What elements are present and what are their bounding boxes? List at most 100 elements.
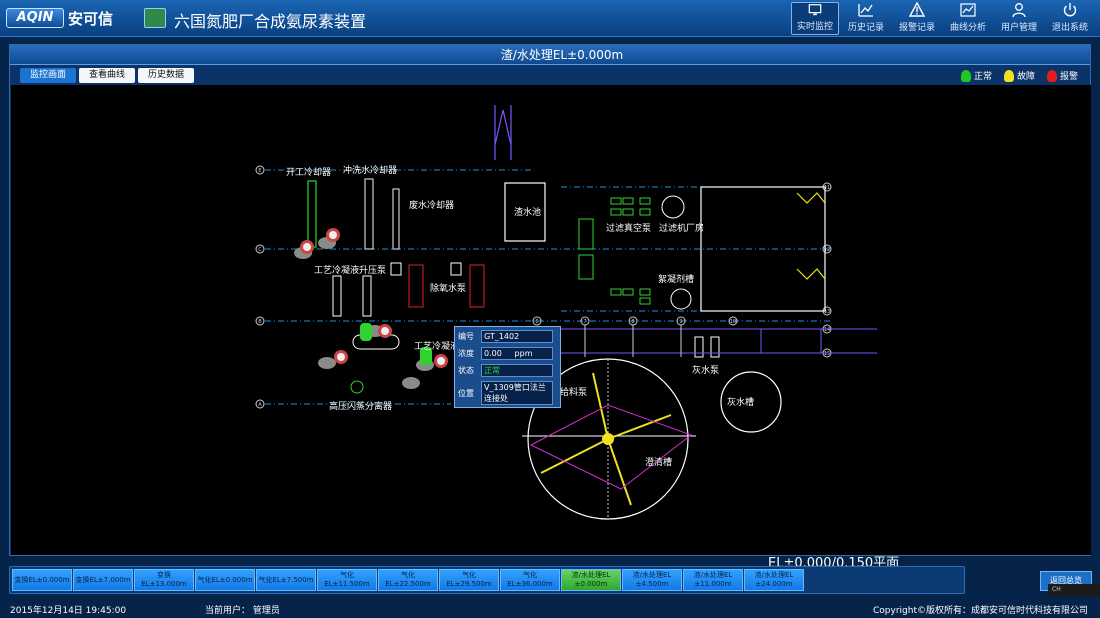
pump-boxes xyxy=(332,262,720,358)
tab-monitor[interactable]: 监控画面 xyxy=(20,68,77,83)
green-light-icon xyxy=(960,69,971,82)
status-legend: 正常 故障 报警 xyxy=(960,69,1078,82)
active-detector-icon[interactable] xyxy=(360,323,432,365)
floor-button[interactable]: 变换EL±7.000m xyxy=(73,569,133,591)
label-hp-flash-separator: 高压闪蒸分离器 xyxy=(329,402,393,412)
status-datetime: 2015年12月14日 19:45:00 xyxy=(10,606,127,616)
gas-detector-icon[interactable] xyxy=(318,228,340,249)
popup-state-value: 正常 xyxy=(481,364,553,377)
valve-box-1 xyxy=(390,262,402,276)
axis-label-c: C xyxy=(258,247,262,253)
nav-history[interactable]: 历史记录 xyxy=(842,2,890,35)
vent-stack xyxy=(494,105,512,160)
ime-indicator[interactable]: CH xyxy=(1052,586,1061,593)
axis-label-9: 9 xyxy=(679,319,682,325)
tab-history[interactable]: 历史数据 xyxy=(138,68,195,83)
floor-button[interactable]: 气化EL±11.500m xyxy=(317,569,377,591)
axis-marker-12 xyxy=(822,244,832,254)
label-feed-pump: 给料泵 xyxy=(560,388,588,398)
plant-diagram: E C B A 6 7 8 9 10 11 12 13 14 15 xyxy=(11,85,1091,582)
axis-label-e: E xyxy=(258,168,261,174)
panel-title: 渣/水处理EL±0.000m xyxy=(500,48,624,62)
nav-label: 实时监控 xyxy=(796,22,833,32)
app-title: 六国氮肥厂合成氨尿素装置 xyxy=(174,12,367,31)
nav-exit[interactable]: 退出系统 xyxy=(1046,2,1094,35)
status-user: 当前用户： 管理员 xyxy=(205,606,280,616)
filter-zigzag-top xyxy=(796,192,826,204)
floor-button[interactable]: 气化EL±22.500m xyxy=(378,569,438,591)
nav-realtime-monitor[interactable]: 实时监控 xyxy=(791,2,839,35)
rake-1 xyxy=(540,438,609,474)
label-ash-water-pump: 灰水泵 xyxy=(692,366,720,376)
label-flocculant-tank: 絮凝剂槽 xyxy=(658,275,695,285)
chart-icon xyxy=(858,4,873,17)
axis-label-12: 12 xyxy=(824,247,830,253)
floor-button[interactable]: 气化EL±0.000m xyxy=(195,569,255,591)
axis-label-15: 15 xyxy=(824,351,830,357)
warning-icon xyxy=(909,2,925,17)
red-light-icon xyxy=(1046,69,1057,82)
pump-box-1 xyxy=(332,275,342,317)
popup-conc-value-box: 0.00 ppm xyxy=(481,347,553,360)
rake-2 xyxy=(607,414,672,440)
nav-label: 退出系统 xyxy=(1051,23,1088,33)
separator-valve xyxy=(350,380,364,394)
axis-marker-e xyxy=(255,165,265,175)
label-slag-tank: 渣水池 xyxy=(514,208,542,218)
diagram-drawing: E C B A 6 7 8 9 10 11 12 13 14 15 xyxy=(255,105,877,520)
gas-detector-icon[interactable] xyxy=(402,377,420,389)
floor-button[interactable]: 气化EL±36.000m xyxy=(500,569,560,591)
eq-g-8 xyxy=(578,254,594,280)
monitor-icon xyxy=(808,4,822,16)
popup-conc-value: 0.00 xyxy=(484,349,502,358)
floor-button-active[interactable]: 渣/水处理EL ±0.000m xyxy=(561,569,621,591)
nav-alarm-records[interactable]: 报警记录 xyxy=(893,2,941,35)
flush-cooler-shape xyxy=(364,178,374,250)
axis-marker-6 xyxy=(532,316,542,326)
app-icon xyxy=(144,8,166,28)
nav-label: 报警记录 xyxy=(898,23,935,33)
label-flush-cooler: 冲洗水冷却器 xyxy=(343,166,398,176)
floor-button[interactable]: 变换EL±13.000m xyxy=(134,569,194,591)
floor-button[interactable]: 渣/水处理EL ±11.000m xyxy=(683,569,743,591)
filter-zigzag-bottom xyxy=(796,268,826,280)
popup-state-label: 状态 xyxy=(458,366,474,375)
logo-text: 安可信 xyxy=(68,9,114,28)
popup-pos-label: 位置 xyxy=(458,388,474,398)
axis-label-11: 11 xyxy=(824,185,830,191)
floor-button[interactable]: 气化EL±7.500m xyxy=(256,569,316,591)
legend-label: 故障 xyxy=(1016,72,1035,82)
floor-selector: 变换EL±0.000m 变换EL±7.000m 变换EL±13.000m 气化E… xyxy=(9,566,965,594)
nav-label: 曲线分析 xyxy=(949,23,986,33)
tab-curves[interactable]: 查看曲线 xyxy=(79,68,136,83)
clarifier-magenta-frame xyxy=(529,404,693,490)
eq-g-9 xyxy=(610,288,622,296)
logo-mark: AQIN xyxy=(6,8,64,28)
eq-g-12 xyxy=(639,297,651,305)
wastewater-cooler-shape xyxy=(392,188,400,250)
pipe-purple-box xyxy=(760,328,822,354)
clarifier-hub xyxy=(602,433,614,445)
axis-label-14: 14 xyxy=(824,327,830,333)
axis-marker-10 xyxy=(728,316,738,326)
floor-button[interactable]: 气化EL±29.500m xyxy=(439,569,499,591)
popup-conc-unit: ppm xyxy=(514,349,533,358)
gas-detector-icon[interactable] xyxy=(318,350,348,369)
top-bar: AQIN 安可信 六国氮肥厂合成氨尿素装置 实时监控 历史记录 报警记录 曲线分… xyxy=(0,0,1100,37)
popup-pos-value: V_1309管口法兰连接处 xyxy=(481,381,553,405)
floor-button[interactable]: 渣/水处理EL ±4.500m xyxy=(622,569,682,591)
gas-detector-icon[interactable] xyxy=(294,240,314,259)
panel-title-bar: 渣/水处理EL±0.000m xyxy=(10,45,1090,65)
floor-buttons: 变换EL±0.000m 变换EL±7.000m 变换EL±13.000m 气化E… xyxy=(12,569,804,591)
view-tabs: 监控画面 查看曲线 历史数据 xyxy=(20,68,195,83)
axis-label-13: 13 xyxy=(824,309,830,315)
popup-id-value: GT_1402 xyxy=(481,330,553,343)
floor-button[interactable]: 渣/水处理EL ±24.000m xyxy=(744,569,804,591)
nav-user-management[interactable]: 用户管理 xyxy=(995,2,1043,35)
process-pipes xyxy=(551,328,877,354)
nav-curve-analysis[interactable]: 曲线分析 xyxy=(944,2,992,35)
user-icon xyxy=(1012,3,1026,18)
label-process-condensate: 工艺冷凝液 xyxy=(414,342,460,352)
vertical-dividers xyxy=(584,325,682,357)
floor-button[interactable]: 变换EL±0.000m xyxy=(12,569,72,591)
